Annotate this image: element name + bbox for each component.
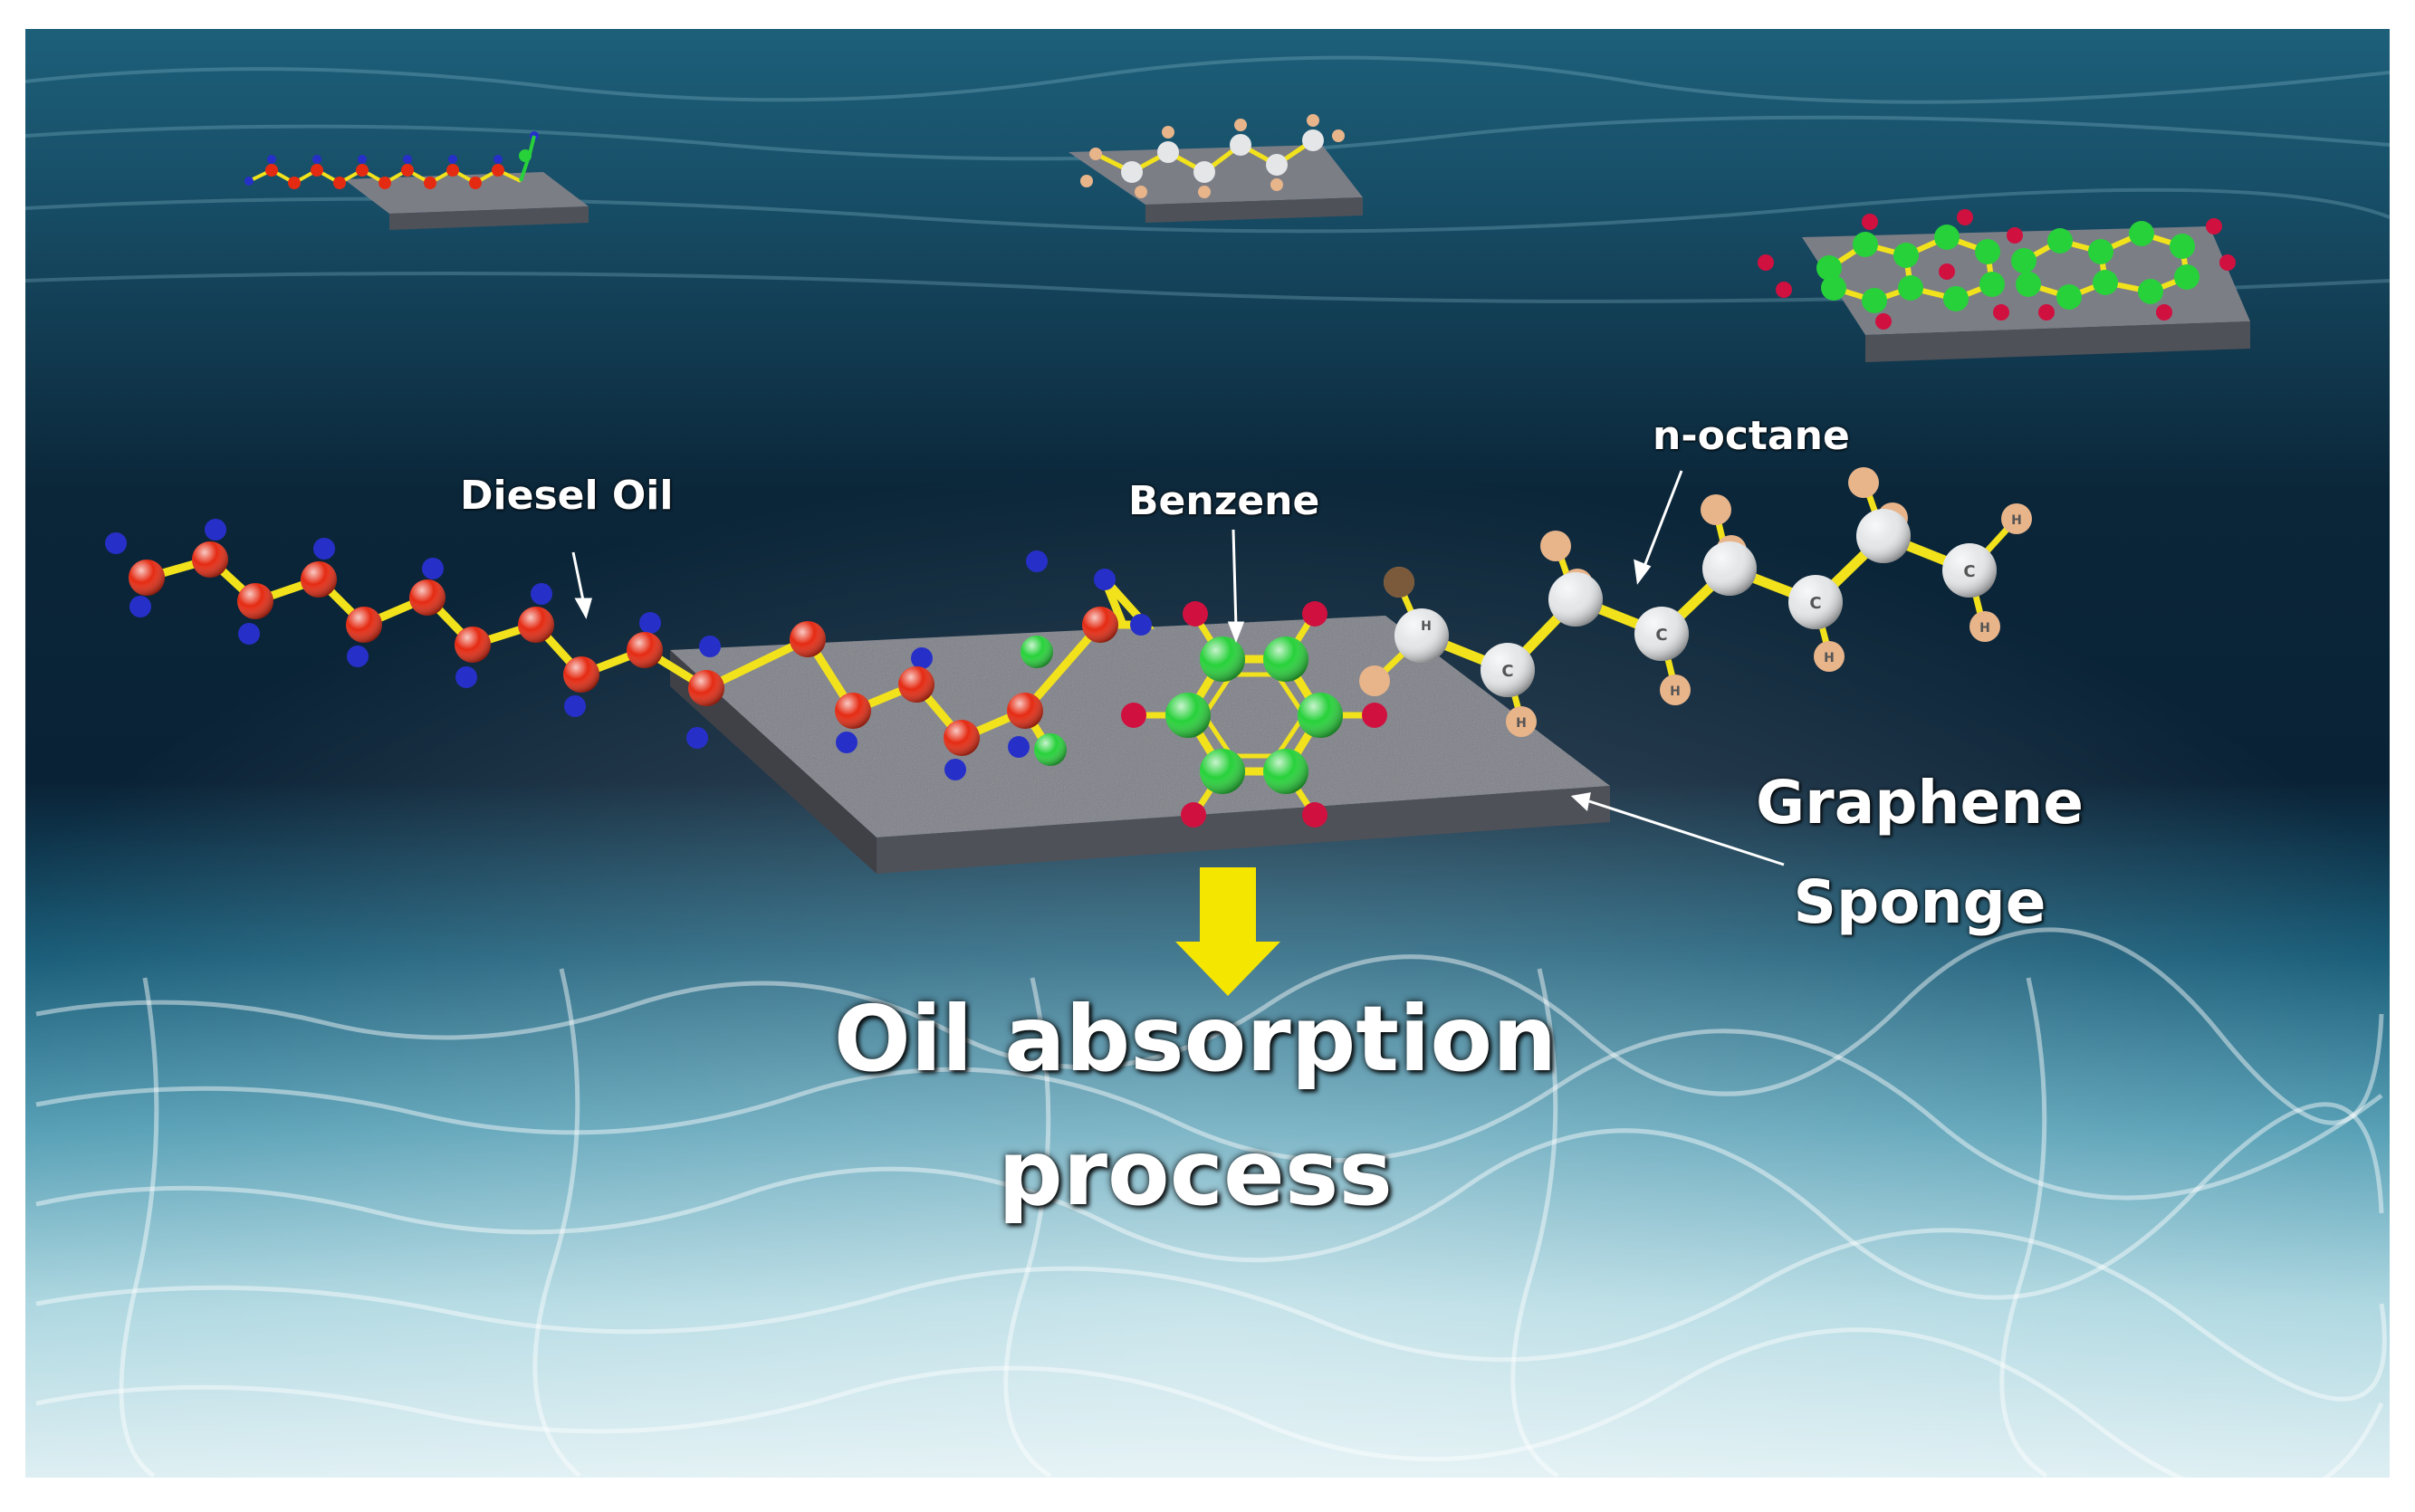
small-sponge-octane xyxy=(1069,114,1363,223)
benzene-molecule xyxy=(1121,601,1387,828)
label-process-line1: Oil absorption xyxy=(833,986,1557,1092)
atom-letter: H xyxy=(1979,621,1990,636)
atom-letter: C xyxy=(1655,626,1667,645)
atom-letter: H xyxy=(1824,651,1835,665)
label-pointer-arrows xyxy=(571,470,1785,866)
label-graphene: Graphene xyxy=(1755,768,2084,837)
n-octane-molecule: C C C C H H H H H H xyxy=(1359,467,2032,737)
atom-letter: C xyxy=(1963,562,1975,581)
small-sponge-benzene xyxy=(1758,209,2250,362)
label-process-line2: process xyxy=(998,1120,1393,1226)
label-graphene-sponge: Graphene Sponge xyxy=(1702,753,2137,952)
label-oil-absorption-process: Oil absorption process xyxy=(779,972,1612,1240)
label-n-octane: n-octane xyxy=(1653,413,1850,459)
atom-letter: H xyxy=(1421,619,1432,634)
atom-letter: H xyxy=(1670,684,1681,699)
label-benzene: Benzene xyxy=(1128,478,1320,524)
atom-letter: H xyxy=(2011,513,2022,528)
atom-letter: C xyxy=(1809,594,1821,613)
label-diesel-oil: Diesel Oil xyxy=(460,473,674,519)
caustics xyxy=(35,927,2387,1501)
atom-letter: C xyxy=(1501,662,1513,681)
small-sponge-diesel xyxy=(244,131,589,230)
atom-letter: H xyxy=(1516,716,1527,731)
label-sponge: Sponge xyxy=(1793,867,2046,937)
down-arrow-icon xyxy=(1175,867,1280,996)
diesel-oil-molecule xyxy=(105,519,1155,780)
